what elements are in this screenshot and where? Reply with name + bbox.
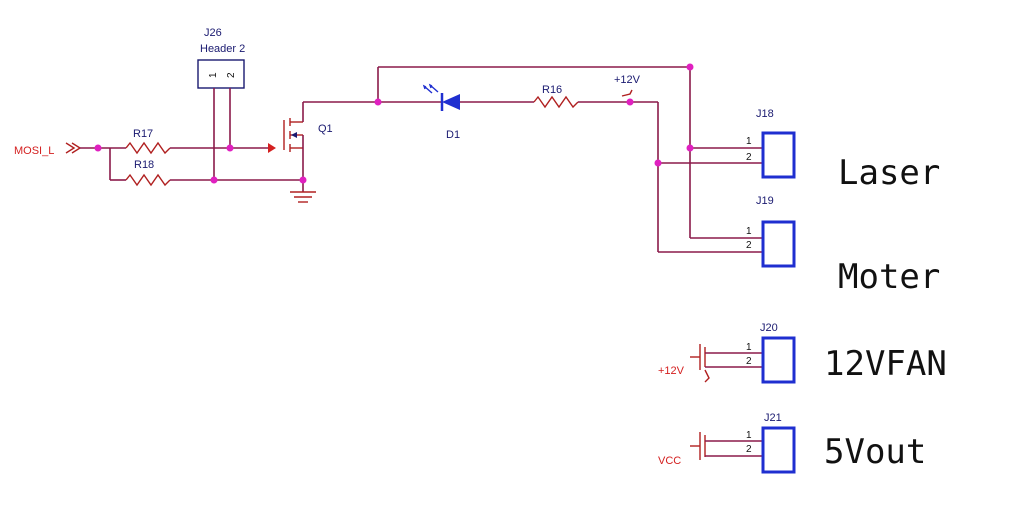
j21-ref: J21: [764, 412, 782, 424]
junction-dots: [94, 63, 694, 184]
q1-label: Q1: [318, 123, 333, 135]
resistor-r16: [533, 95, 579, 109]
r18-label: R18: [134, 159, 154, 171]
net-port-arrow-icon: [65, 142, 82, 154]
vcc-label: VCC: [658, 455, 681, 467]
connector-j21: [761, 426, 796, 474]
j21-pin1: 1: [746, 430, 752, 441]
5vout-label: 5Vout: [824, 432, 926, 472]
moter-label: Moter: [838, 257, 940, 297]
connector-j18: [761, 131, 796, 179]
d1-label: D1: [446, 129, 460, 141]
net-label-mosi: MOSI_L: [14, 145, 54, 157]
j26-pin1: 1: [208, 72, 219, 78]
power-12v-symbol-icon: [690, 344, 710, 383]
12vfan-label: 12VFAN: [824, 344, 947, 384]
j20-pin1: 1: [746, 342, 752, 353]
j19-ref: J19: [756, 195, 774, 207]
j26-ref: J26: [204, 27, 222, 39]
j18-ref: J18: [756, 108, 774, 120]
j20-power-label: +12V: [658, 365, 685, 377]
laser-label: Laser: [838, 153, 940, 193]
header-j26-body: [197, 59, 245, 89]
led-d1: [422, 83, 460, 111]
gate-arrow-icon: [268, 143, 276, 153]
resistor-r17: [125, 141, 171, 155]
j26-pin2: 2: [226, 72, 237, 78]
j18-pin2: 2: [746, 152, 752, 163]
mosfet-q1: [283, 118, 303, 152]
power-flag-icon: [621, 89, 633, 97]
j18-pin1: 1: [746, 136, 752, 147]
connector-j19: [761, 220, 796, 268]
r16-label: R16: [542, 84, 562, 96]
resistor-r18: [125, 173, 171, 187]
power-vcc-symbol-icon: [690, 432, 706, 460]
j21-pin2: 2: [746, 444, 752, 455]
power-12v-label: +12V: [614, 74, 641, 86]
j19-pin1: 1: [746, 226, 752, 237]
j26-value: Header 2: [200, 43, 245, 55]
ground-icon: [290, 191, 316, 203]
r17-label: R17: [133, 128, 153, 140]
j20-pin2: 2: [746, 356, 752, 367]
connector-j20: [761, 336, 796, 384]
j20-ref: J20: [760, 322, 778, 334]
j19-pin2: 2: [746, 240, 752, 251]
